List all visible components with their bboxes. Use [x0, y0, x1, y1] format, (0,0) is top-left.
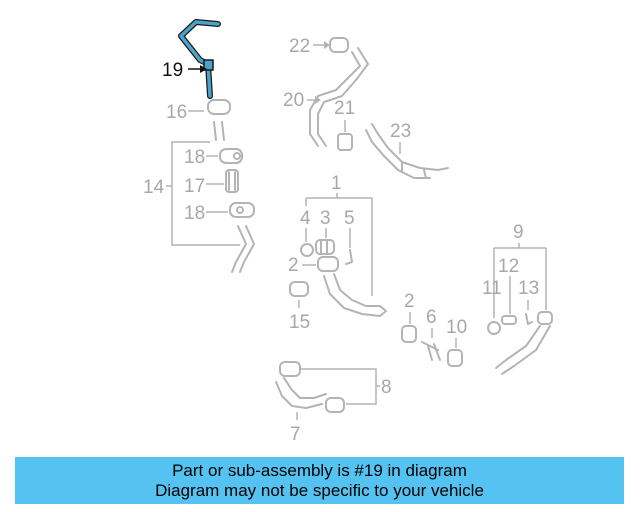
part-11-clamp[interactable] — [487, 321, 501, 335]
part-4-cap[interactable] — [300, 243, 314, 257]
callout-12: 12 — [498, 256, 519, 277]
callout-2-center: 2 — [288, 255, 299, 276]
callout-22: 22 — [289, 36, 310, 57]
callout-17: 17 — [184, 176, 205, 197]
callout-18-upper: 18 — [184, 147, 205, 168]
part-18-clamp-upper[interactable] — [219, 148, 243, 164]
info-banner: Part or sub-assembly is #19 in diagram D… — [15, 457, 624, 504]
part-21-clip[interactable] — [337, 133, 353, 151]
part-hose-bottom[interactable] — [275, 377, 327, 409]
part-20-hose[interactable] — [309, 47, 369, 147]
part-22-clamp[interactable] — [329, 37, 349, 53]
callout-4: 4 — [300, 208, 311, 229]
part-hose-upper[interactable] — [213, 121, 225, 141]
part-15-clamp[interactable] — [289, 281, 309, 297]
callout-7: 7 — [290, 424, 301, 445]
part-5-hook[interactable] — [345, 249, 353, 265]
callout-8: 8 — [381, 377, 392, 398]
part-10-clamp[interactable] — [447, 349, 463, 367]
callout-19: 19 — [162, 60, 183, 81]
part-12-fitting[interactable] — [501, 315, 517, 325]
banner-line-1: Part or sub-assembly is #19 in diagram — [172, 460, 467, 480]
part-18-clamp-lower[interactable] — [229, 202, 255, 218]
part-2-clamp-center[interactable] — [317, 256, 339, 272]
callout-18-lower: 18 — [184, 203, 205, 224]
callout-11: 11 — [482, 278, 502, 299]
part-hose-lower[interactable] — [231, 225, 255, 273]
callout-19-arrow — [188, 65, 207, 73]
part-clamp-bottom-right[interactable] — [325, 397, 345, 413]
callout-3: 3 — [320, 208, 331, 229]
part-2-clamp-lower[interactable] — [401, 325, 417, 343]
part-23-harness[interactable] — [365, 123, 449, 179]
callout-13: 13 — [518, 278, 539, 299]
part-hose-right[interactable] — [495, 311, 553, 375]
banner-line-2: Diagram may not be specific to your vehi… — [155, 480, 484, 500]
callout-10: 10 — [446, 317, 467, 338]
part-13-hook[interactable] — [525, 313, 533, 325]
callout-6: 6 — [426, 307, 437, 328]
part-6-tee[interactable] — [421, 341, 441, 361]
parts-diagram: 19 16 18 17 18 14 22 — [143, 19, 553, 445]
callout-14: 14 — [143, 177, 165, 198]
callout-21: 21 — [334, 98, 355, 119]
callout-23: 23 — [390, 121, 411, 142]
callout-20: 20 — [283, 90, 304, 111]
callout-22-arrow — [313, 41, 330, 49]
part-17-valve[interactable] — [225, 169, 239, 193]
part-16-clamp[interactable] — [207, 99, 231, 115]
callout-2-lower: 2 — [404, 291, 415, 312]
part-19-hose[interactable] — [178, 19, 221, 99]
callout-15: 15 — [289, 312, 310, 333]
callout-1: 1 — [331, 173, 342, 194]
part-hose-bottom-clamp[interactable] — [279, 361, 301, 377]
callout-9: 9 — [513, 222, 524, 243]
part-hose-center[interactable] — [323, 273, 387, 317]
part-3-fitting[interactable] — [315, 239, 335, 255]
callout-16: 16 — [166, 102, 187, 123]
callout-5: 5 — [344, 208, 355, 229]
callout-20-arrow — [307, 96, 321, 104]
